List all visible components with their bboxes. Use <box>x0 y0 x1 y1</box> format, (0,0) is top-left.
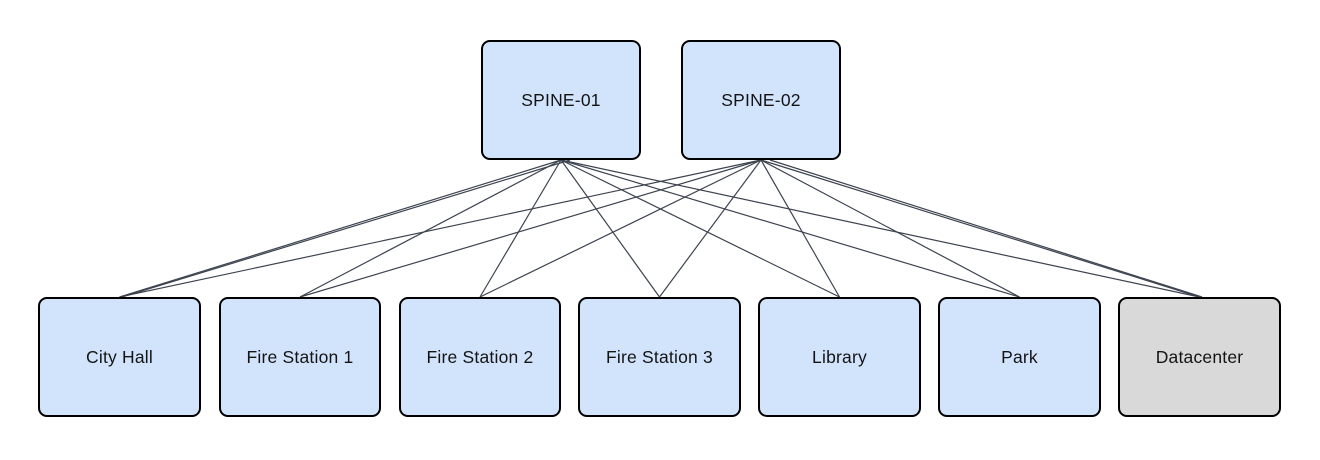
link-spine-01-fire-station-3 <box>560 159 660 298</box>
node-park: Park <box>938 297 1101 417</box>
node-label-fire-station-3: Fire Station 3 <box>606 346 713 367</box>
node-spine-02: SPINE-02 <box>681 40 841 160</box>
link-spine-01-library <box>560 159 840 298</box>
link-spine-01-datacenter <box>560 159 1200 298</box>
link-spine-01-park <box>560 159 1020 298</box>
link-spine-01-city-hall-b <box>121 159 571 298</box>
node-spine-01: SPINE-01 <box>481 40 641 160</box>
link-spine-02-datacenter <box>760 159 1200 298</box>
node-datacenter: Datacenter <box>1118 297 1281 417</box>
link-spine-01-city-hall <box>119 159 562 298</box>
node-city-hall: City Hall <box>38 297 201 417</box>
node-fire-station-1: Fire Station 1 <box>219 297 381 417</box>
node-label-park: Park <box>1001 346 1038 367</box>
node-label-spine-02: SPINE-02 <box>721 89 801 110</box>
link-spine-02-library <box>760 159 841 298</box>
link-spine-02-datacenter-b <box>769 159 1203 298</box>
node-fire-station-3: Fire Station 3 <box>578 297 741 417</box>
link-spine-02-fire-station-2 <box>479 159 762 298</box>
node-label-fire-station-2: Fire Station 2 <box>426 346 534 367</box>
link-spine-02-fire-station-1 <box>299 159 762 298</box>
node-label-fire-station-1: Fire Station 1 <box>246 346 354 367</box>
node-library: Library <box>758 297 921 417</box>
node-label-datacenter: Datacenter <box>1155 346 1244 367</box>
node-label-city-hall: City Hall <box>86 346 153 367</box>
link-spine-02-fire-station-3 <box>659 159 762 298</box>
node-label-spine-01: SPINE-01 <box>521 89 601 110</box>
node-fire-station-2: Fire Station 2 <box>399 297 561 417</box>
link-spine-01-fire-station-1 <box>299 159 562 298</box>
node-label-library: Library <box>812 346 867 367</box>
link-spine-02-city-hall <box>119 159 762 298</box>
link-spine-02-park <box>760 159 1020 298</box>
link-spine-01-fire-station-2 <box>479 159 562 298</box>
